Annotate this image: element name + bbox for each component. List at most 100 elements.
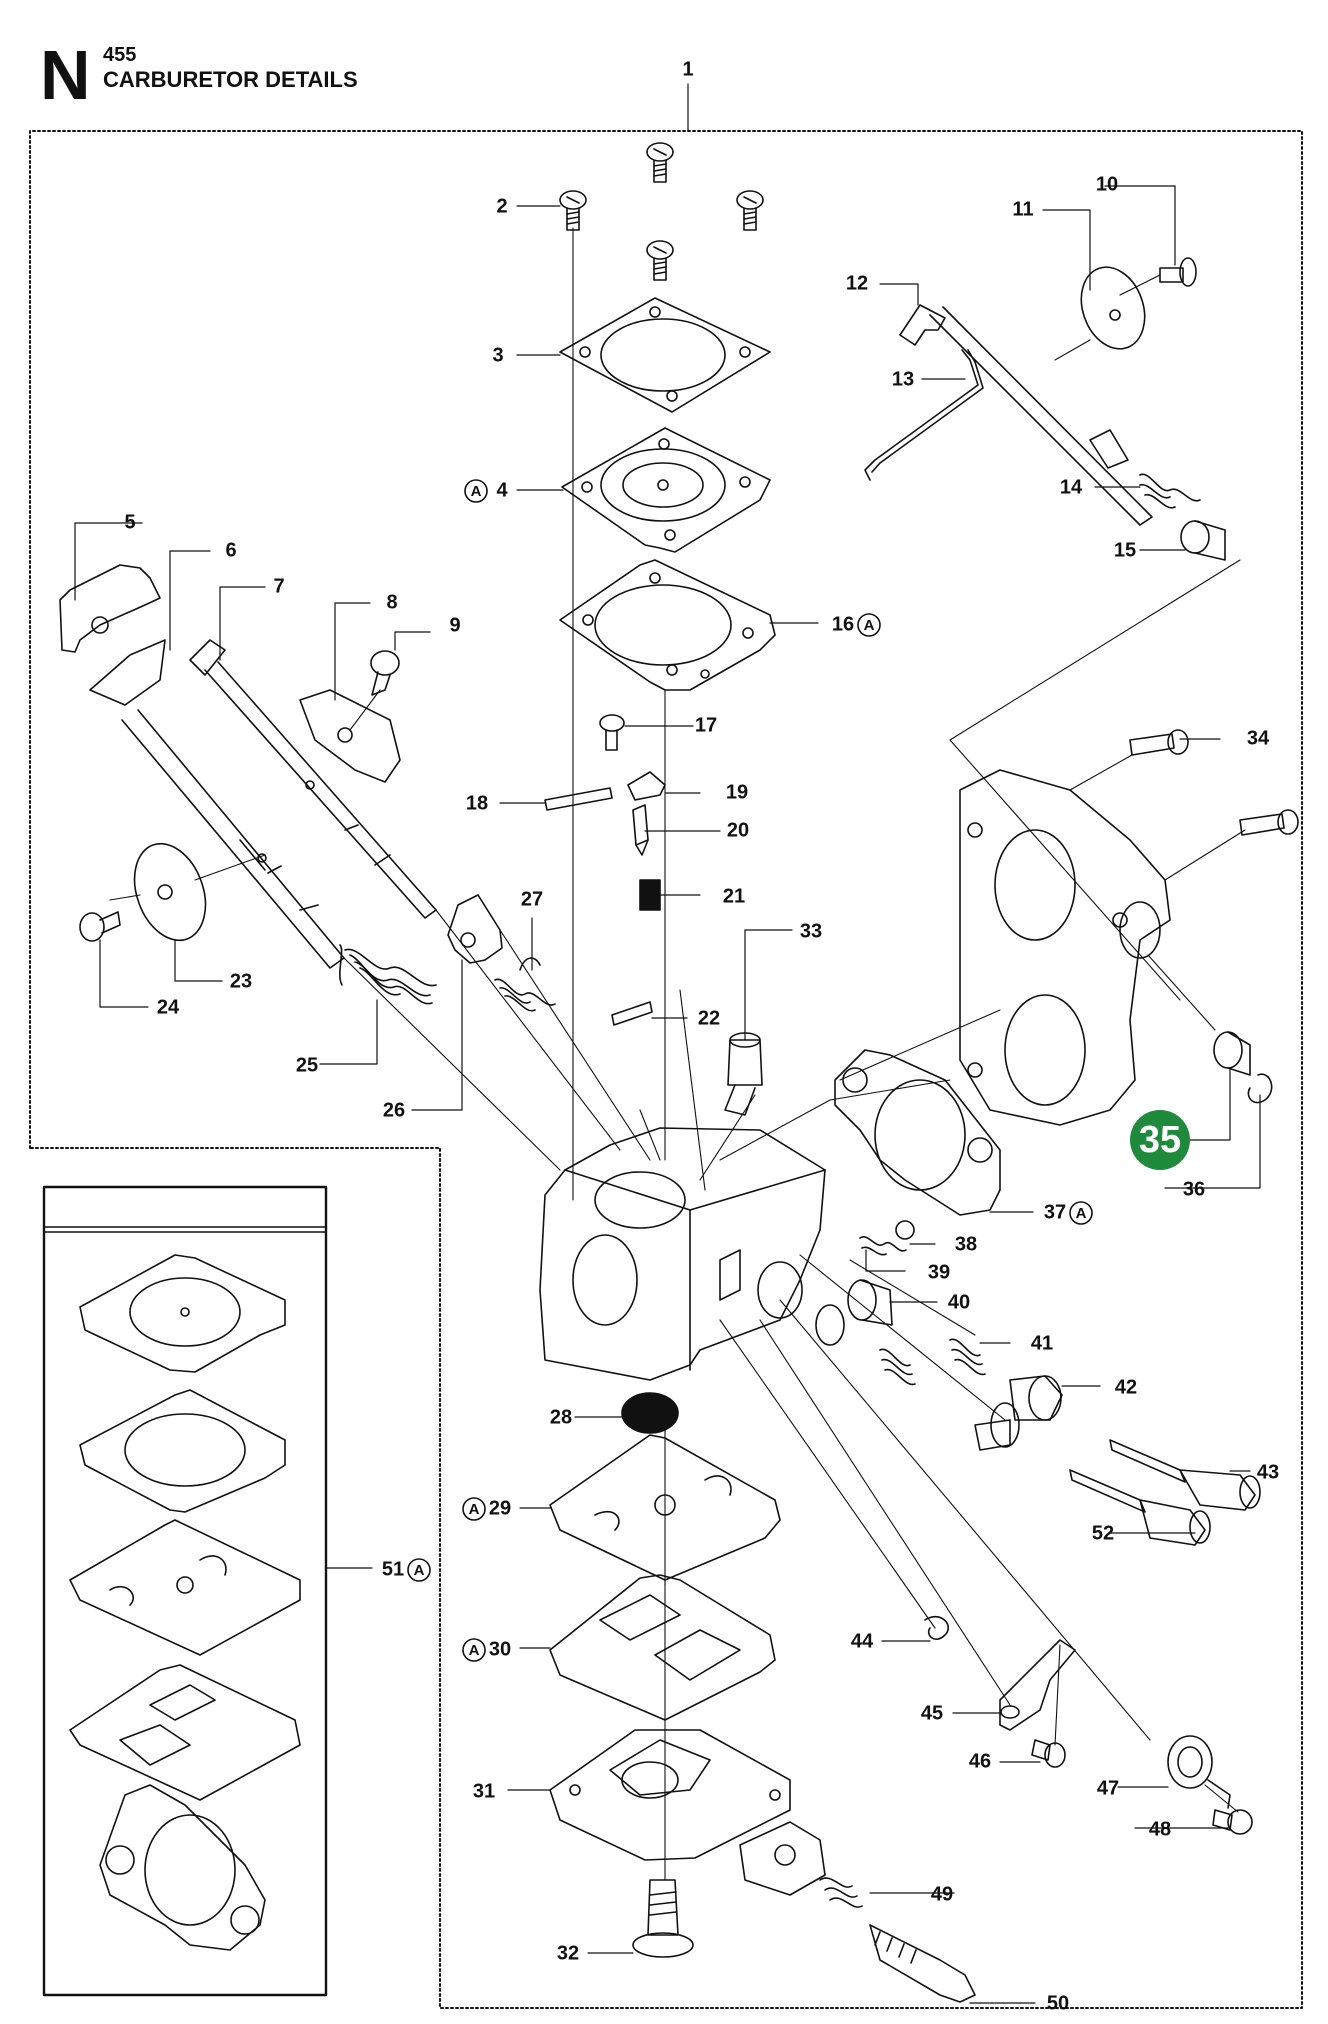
callout-label-39: 39 — [928, 1261, 950, 1283]
callout-label-27: 27 — [521, 888, 543, 910]
pump-cover-31 — [549, 1729, 791, 1861]
choke-shaft-7 — [189, 639, 437, 919]
clip-44 — [924, 1615, 949, 1640]
callout-label-38: 38 — [955, 1233, 977, 1255]
callout-label-3: 3 — [492, 344, 503, 366]
spring-39 — [859, 1235, 907, 1256]
pump-gasket-16 — [559, 559, 776, 691]
callout-label-32: 32 — [557, 1942, 579, 1964]
callout-label-10: 10 — [1096, 173, 1118, 195]
screw-9 — [370, 650, 400, 696]
ring-36 — [1247, 1073, 1273, 1104]
shaft-12 — [899, 304, 1153, 526]
callout-label-33: 33 — [800, 920, 822, 942]
callout-label-15: 15 — [1114, 539, 1136, 561]
kit-marker-circle — [462, 1638, 486, 1662]
throttle-plate-23 — [133, 842, 207, 942]
callout-label-41: 41 — [1031, 1332, 1053, 1354]
kit-marker-circle — [464, 479, 488, 503]
callout-label-18: 18 — [466, 792, 488, 814]
spring-14 — [1139, 473, 1201, 509]
bushing-35 — [1213, 1031, 1251, 1076]
callout-label-47: 47 — [1097, 1777, 1119, 1799]
callout-label-34: 34 — [1247, 727, 1270, 749]
kit-marker-letter: A — [1076, 1205, 1087, 1222]
callout-label-31: 31 — [473, 1780, 495, 1802]
callout-label-8: 8 — [386, 591, 397, 613]
kit-contents-51 — [69, 1254, 301, 1951]
kit-inset-box — [42, 1185, 328, 1997]
screw-34b — [1239, 809, 1299, 836]
screw-46 — [1031, 1739, 1066, 1768]
cap-42 — [974, 1375, 1063, 1451]
kit-marker-letter: A — [471, 483, 482, 500]
spring-49 — [819, 1877, 863, 1908]
callout-label-50: 50 — [1047, 1992, 1069, 2014]
plug-33 — [724, 1032, 763, 1116]
model-number: 455 — [103, 44, 137, 66]
screw-34 — [1129, 729, 1189, 756]
pump-cover-3 — [559, 297, 771, 413]
lever-26 — [447, 894, 503, 964]
callout-label-11: 11 — [1012, 198, 1033, 220]
callout-label-48: 48 — [1149, 1818, 1171, 1840]
callout-label-52: 52 — [1092, 1522, 1114, 1544]
highlighted-part-badge[interactable] — [1130, 1110, 1190, 1170]
diagram-title: CARBURETOR DETAILS — [103, 67, 358, 92]
spring-21 — [639, 879, 661, 911]
screw-17 — [599, 714, 625, 751]
callout-label-12: 12 — [846, 272, 868, 294]
callout-label-35-highlighted: 35 — [1139, 1119, 1181, 1161]
flange-gasket-37 — [834, 1049, 1001, 1216]
callout-label-25: 25 — [296, 1054, 318, 1076]
needle-43 — [1109, 1439, 1261, 1511]
carburetor-body — [539, 1127, 826, 1381]
lever-19 — [627, 771, 666, 801]
needle-20 — [632, 804, 649, 856]
callout-label-19: 19 — [726, 781, 748, 803]
section-letter: N — [40, 36, 91, 114]
pin-22 — [611, 1001, 653, 1026]
gasket-29 — [549, 1434, 781, 1581]
kit-marker-circle — [1069, 1201, 1093, 1225]
throttle-shaft-6 — [89, 639, 345, 969]
wire-13 — [864, 349, 984, 481]
kit-marker-letter: A — [414, 1562, 425, 1579]
callout-label-5: 5 — [124, 511, 135, 533]
callout-label-16: 16 — [832, 613, 854, 635]
callout-label-6: 6 — [225, 539, 236, 561]
callout-label-1: 1 — [682, 58, 693, 80]
callout-label-9: 9 — [449, 614, 460, 636]
fitting-49 — [739, 1821, 826, 1896]
spring-25 — [339, 944, 437, 1005]
screw-32 — [632, 1879, 694, 1958]
callout-label-24: 24 — [157, 996, 180, 1018]
choke-plate-8 — [299, 689, 401, 783]
dotted-frame — [29, 130, 1303, 2009]
callout-label-26: 26 — [383, 1099, 405, 1121]
callout-label-30: 30 — [489, 1638, 511, 1660]
callout-label-45: 45 — [921, 1702, 943, 1724]
assembly-lines — [109, 227, 1246, 1881]
screw-10 — [1159, 257, 1197, 287]
callout-label-28: 28 — [550, 1406, 572, 1428]
kit-marker-letter: A — [864, 617, 875, 634]
kit-marker-letter: A — [469, 1501, 480, 1518]
callout-label-43: 43 — [1257, 1461, 1279, 1483]
lever-5 — [59, 564, 161, 653]
callout-label-7: 7 — [273, 575, 284, 597]
bushing-15 — [1180, 520, 1226, 561]
callout-label-13: 13 — [892, 368, 914, 390]
lever-45 — [999, 1639, 1076, 1731]
callout-label-36: 36 — [1183, 1178, 1205, 1200]
callout-label-51: 51 — [382, 1558, 404, 1580]
callout-label-29: 29 — [489, 1497, 511, 1519]
ring-47 — [1167, 1735, 1231, 1809]
callout-label-4: 4 — [496, 479, 508, 501]
kit-marker-circle — [407, 1558, 431, 1582]
callout-label-2: 2 — [496, 195, 507, 217]
callout-label-49: 49 — [931, 1883, 953, 1905]
